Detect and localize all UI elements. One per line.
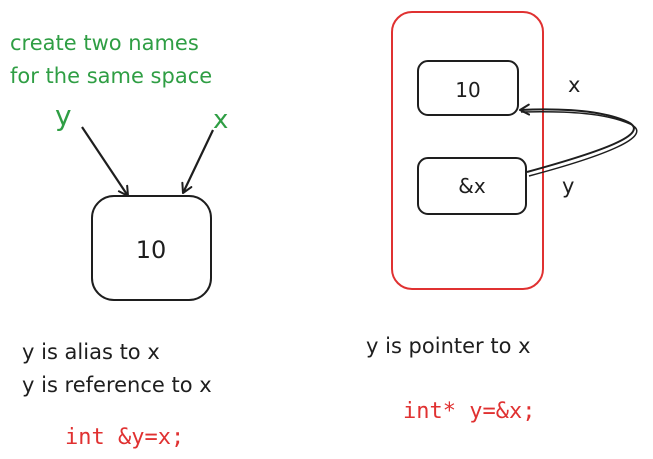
variable-x-value: 10 — [455, 78, 480, 102]
reference-description: y is reference to x — [22, 373, 212, 397]
reference-code: int &y=x; — [65, 425, 184, 450]
shared-memory-value: 10 — [136, 236, 167, 264]
pointer-y-label: y — [562, 174, 574, 198]
arrow-y-to-box — [81, 126, 129, 197]
pointer-description: y is pointer to x — [366, 334, 531, 358]
caption-line-1: create two names — [10, 31, 199, 55]
arrow-x-to-box — [181, 129, 214, 194]
pointer-y-box — [417, 157, 527, 215]
variable-x-box — [417, 60, 519, 116]
caption-line-2: for the same space — [10, 64, 212, 88]
pointer-code: int* y=&x; — [403, 399, 535, 424]
pointer-arrow — [519, 103, 635, 173]
memory-frame — [391, 11, 544, 290]
pointer-y-value: &x — [458, 174, 486, 198]
label-y-green: y — [55, 99, 72, 132]
label-x-green: x — [213, 105, 228, 135]
pointer-arrow-echo — [520, 111, 638, 177]
shared-memory-box — [91, 195, 212, 301]
alias-description: y is alias to x — [22, 340, 160, 364]
variable-x-label: x — [568, 73, 580, 97]
